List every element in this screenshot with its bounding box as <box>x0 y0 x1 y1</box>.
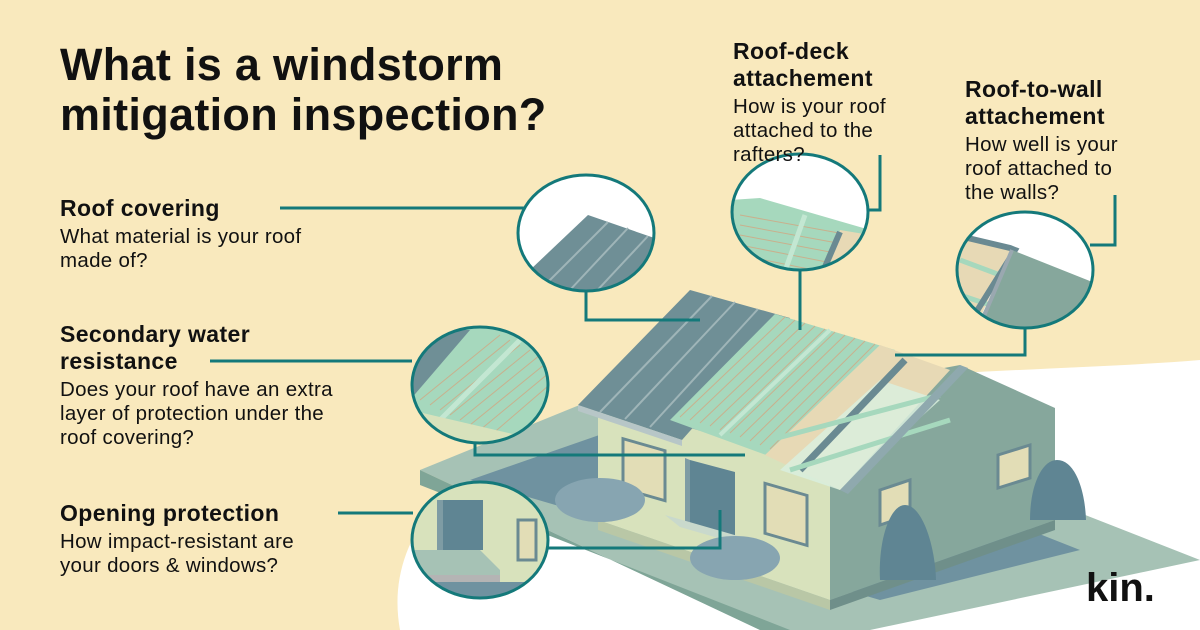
shrub-left <box>555 478 645 522</box>
tree-front <box>879 505 936 580</box>
callout-secondary-water-resistance: Secondary water resistance Does your roo… <box>60 321 333 450</box>
magnifier-secondary-water <box>410 325 550 445</box>
shrub-front <box>690 536 780 580</box>
callout-roof-covering: Roof covering What material is your roof… <box>60 195 301 273</box>
callout-opening-protection: Opening protection How impact-resistant … <box>60 500 294 578</box>
callout-heading: Opening protection <box>60 500 280 526</box>
callout-heading: Roof-deck attachement <box>733 38 873 91</box>
callout-roof-deck-attachment: Roof-deck attachement How is your roof a… <box>733 38 886 167</box>
magnifier-roof-covering <box>516 173 656 293</box>
callout-heading: Roof covering <box>60 195 220 221</box>
rafters-section <box>765 345 968 494</box>
magnifier-roof-deck <box>730 152 870 272</box>
page-title: What is a windstorm mitigation inspectio… <box>60 40 547 140</box>
roof-covering-section <box>578 290 790 446</box>
callout-description: How is your roof attached to the rafters… <box>733 95 886 166</box>
magnifier-opening-protection <box>410 480 550 600</box>
underlayment-section <box>670 314 895 460</box>
callout-heading: Roof-to-wall attachement <box>965 76 1105 129</box>
magnifier-roof-to-wall <box>955 210 1095 330</box>
callout-heading: Secondary water resistance <box>60 321 251 374</box>
callout-description: How well is your roof attached to the wa… <box>965 133 1118 204</box>
kin-logo: kin. <box>1086 566 1155 610</box>
callout-description: Does your roof have an extra layer of pr… <box>60 378 333 449</box>
tree-right <box>1030 460 1086 520</box>
callout-roof-to-wall-attachment: Roof-to-wall attachement How well is you… <box>965 76 1118 205</box>
title-line-2: mitigation inspection? <box>60 89 547 140</box>
callout-description: What material is your roof made of? <box>60 225 302 272</box>
title-line-1: What is a windstorm <box>60 39 504 90</box>
callout-description: How impact-resistant are your doors & wi… <box>60 530 294 577</box>
